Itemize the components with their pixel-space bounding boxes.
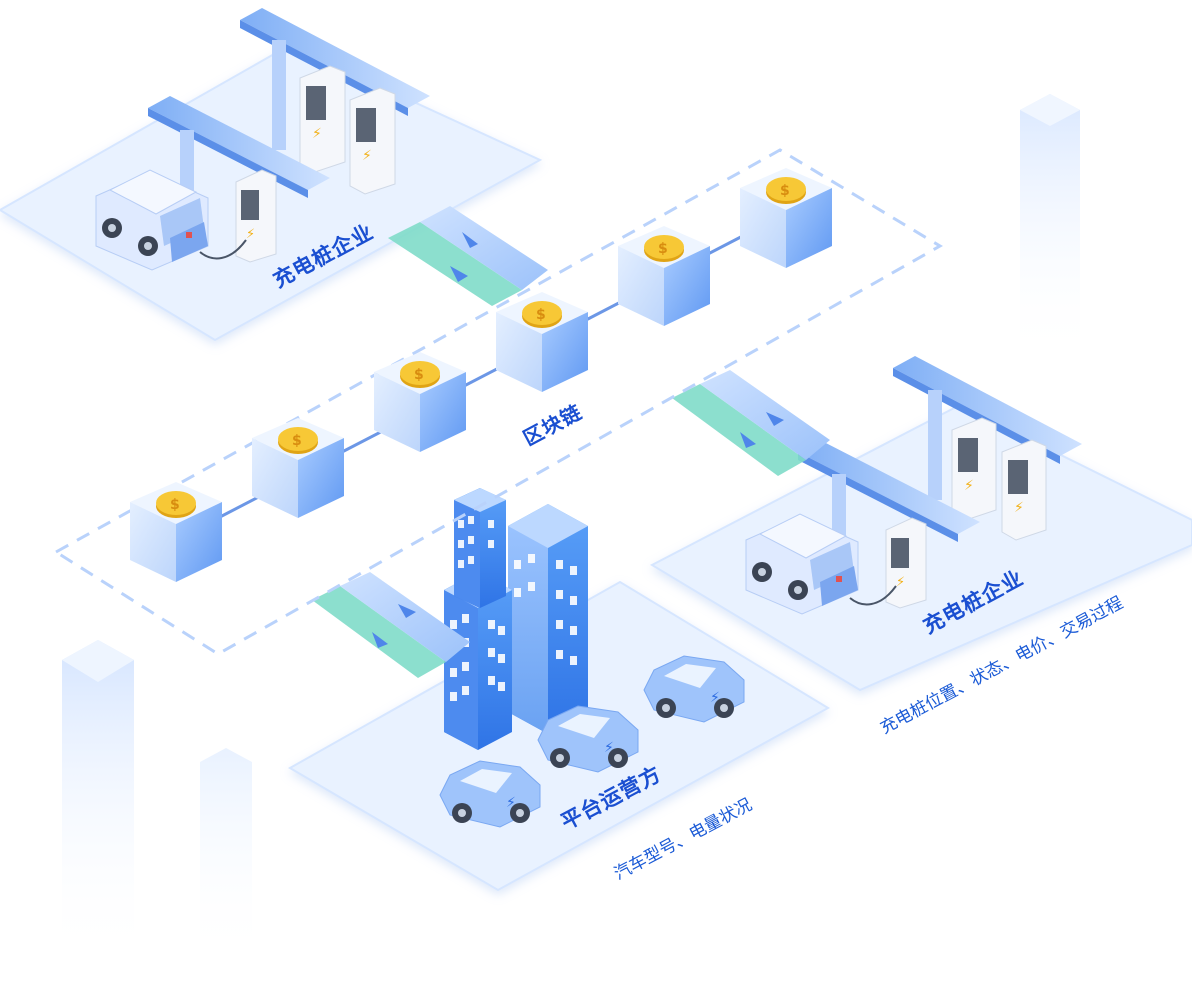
svg-text:⚡: ⚡ — [604, 740, 614, 756]
label-blockchain: 区块链 — [519, 400, 586, 451]
svg-text:$: $ — [658, 241, 668, 257]
dollar-coin-icon: $ — [522, 301, 562, 328]
block-cube: $ — [252, 418, 344, 518]
charging-station-icon: ⚡ — [299, 65, 346, 173]
office-building-icon — [444, 488, 588, 750]
dollar-coin-icon: $ — [156, 491, 196, 518]
block-cube: $ — [618, 226, 710, 326]
charging-station-icon: ⚡ — [1001, 439, 1047, 541]
block-cube: $ — [496, 292, 588, 392]
decorative-pillars — [62, 94, 1080, 960]
charging-station-icon: ⚡ — [885, 517, 927, 609]
svg-text:⚡: ⚡ — [896, 575, 905, 590]
dollar-coin-icon: $ — [644, 235, 684, 262]
connector-top — [388, 206, 548, 306]
electric-car-icon — [745, 513, 859, 615]
connector-right — [672, 370, 830, 476]
block-cube: $ — [130, 482, 222, 582]
charging-station-icon: ⚡ — [951, 417, 997, 521]
charging-station-icon: ⚡ — [349, 87, 396, 195]
charging-station-group-right: ⚡ ⚡ ⚡ — [745, 356, 1082, 615]
block-cube: $ — [374, 352, 466, 452]
electric-car-icon: ⚡ — [643, 655, 745, 723]
svg-text:⚡: ⚡ — [362, 148, 372, 164]
svg-text:$: $ — [292, 433, 302, 449]
dollar-coin-icon: $ — [400, 361, 440, 388]
dollar-coin-icon: $ — [766, 177, 806, 204]
blockchain-region — [53, 148, 943, 656]
svg-text:⚡: ⚡ — [710, 690, 720, 706]
svg-text:⚡: ⚡ — [1014, 500, 1024, 516]
svg-text:⚡: ⚡ — [312, 126, 322, 142]
electric-car-icon: ⚡ — [537, 705, 639, 773]
electric-car-icon — [95, 169, 209, 271]
svg-text:$: $ — [170, 497, 180, 513]
connector-bottom — [312, 572, 470, 678]
electric-car-icon: ⚡ — [439, 760, 541, 828]
operator-cars: ⚡ ⚡ ⚡ — [439, 655, 745, 828]
svg-text:⚡: ⚡ — [246, 227, 255, 242]
blockchain-blocks: $ $ $ — [130, 168, 832, 582]
svg-text:$: $ — [414, 367, 424, 383]
svg-text:$: $ — [780, 183, 790, 199]
svg-text:⚡: ⚡ — [964, 478, 974, 494]
dollar-coin-icon: $ — [278, 427, 318, 454]
charging-station-icon: ⚡ — [235, 169, 277, 263]
svg-text:$: $ — [536, 307, 546, 323]
charging-station-group-top: ⚡ ⚡ ⚡ — [95, 8, 430, 271]
svg-text:⚡: ⚡ — [506, 795, 516, 811]
block-cube: $ — [740, 168, 832, 268]
